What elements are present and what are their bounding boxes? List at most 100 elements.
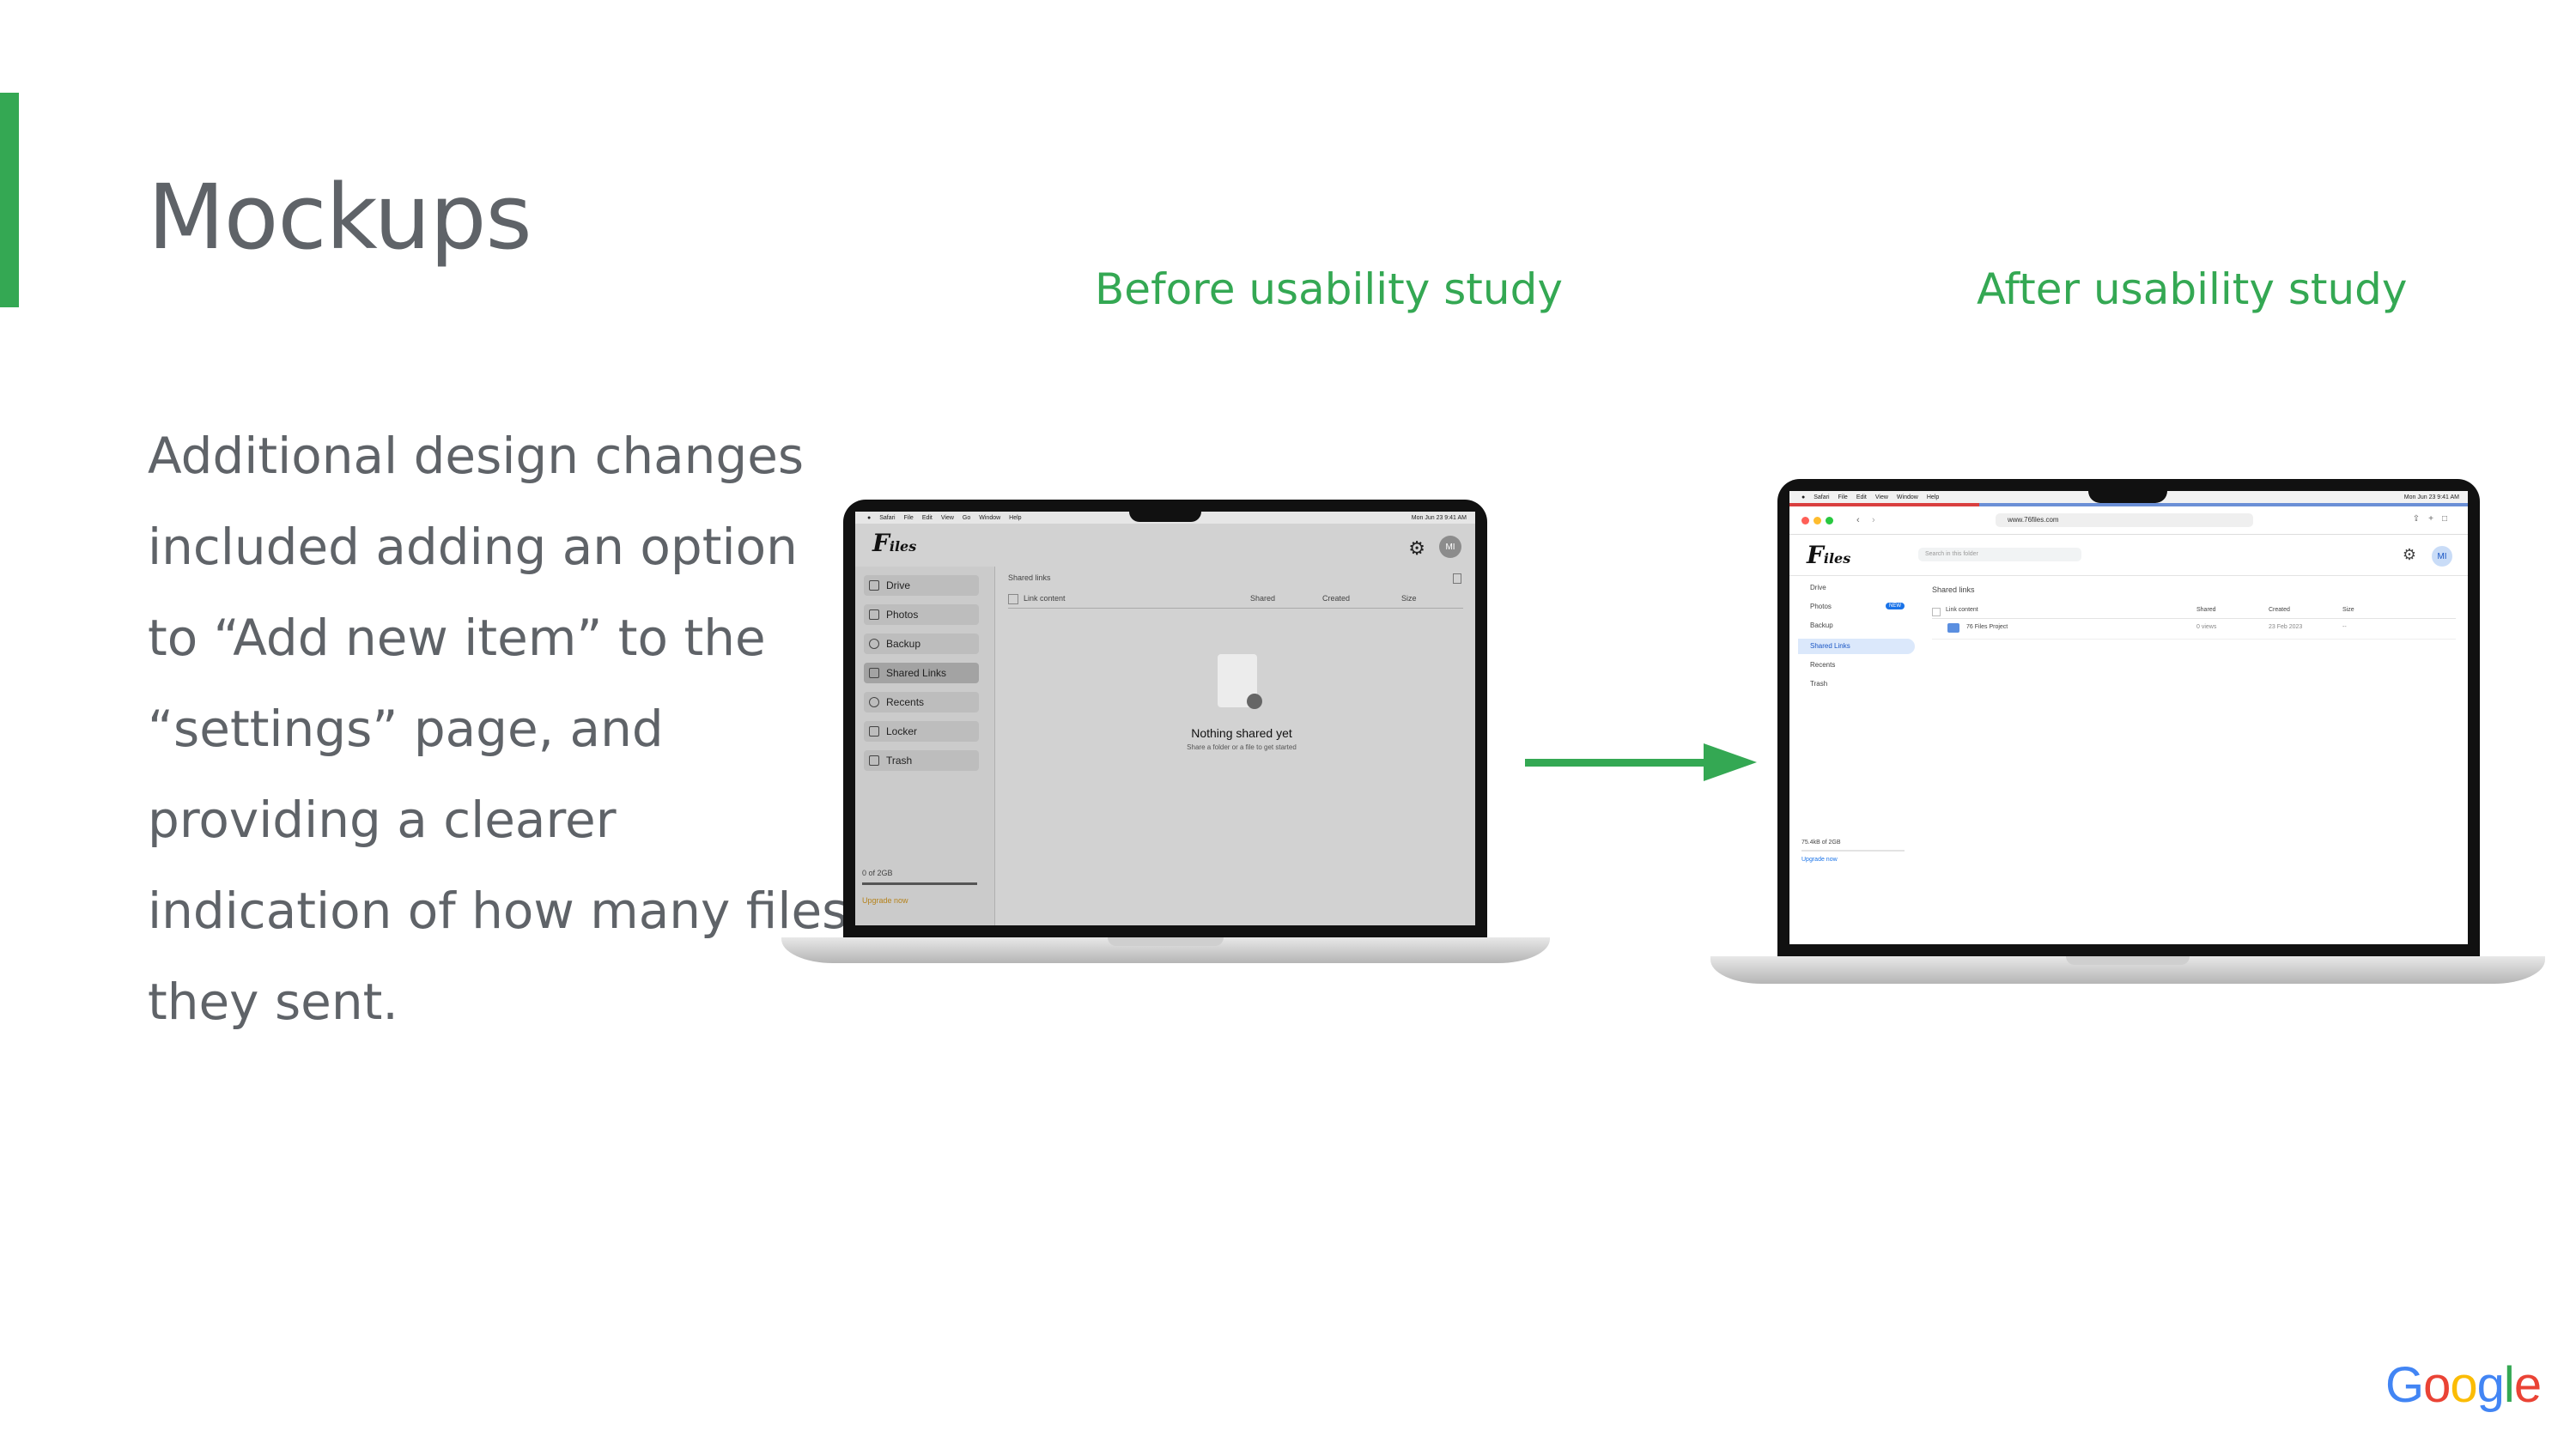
menu-item: View — [1874, 494, 1888, 500]
close-icon[interactable] — [1801, 517, 1809, 524]
table-row-name[interactable]: 76 Files Project — [1966, 624, 2008, 630]
divider — [1789, 575, 2468, 576]
history-icon — [869, 639, 879, 649]
address-bar[interactable]: www.76files.com — [1996, 513, 2253, 527]
forward-icon[interactable]: › — [1872, 515, 1875, 525]
after-caption: After usability study — [1977, 264, 2408, 314]
body-line: included adding an option — [148, 518, 798, 576]
google-letter: l — [2503, 1357, 2515, 1413]
folder-icon — [1947, 623, 1959, 633]
sidebar-item-recents[interactable]: Recents — [864, 692, 979, 712]
table-row-size: -- — [2342, 624, 2347, 630]
storage-bar — [862, 882, 977, 885]
body-line: “settings” page, and — [148, 700, 664, 758]
body-line: to “Add new item” to the — [148, 609, 766, 667]
link-icon — [1247, 694, 1262, 709]
files-logo: Files — [872, 529, 917, 557]
select-all-checkbox[interactable] — [1932, 608, 1941, 616]
sidebar-item-drive[interactable]: Drive — [864, 575, 979, 596]
sidebar-item-drive[interactable]: Drive — [1810, 584, 1826, 591]
divider — [1008, 608, 1463, 609]
upgrade-link[interactable]: Upgrade now — [862, 896, 908, 905]
sidebar-item-recents[interactable]: Recents — [1810, 661, 1836, 669]
before-sidebar: Drive Photos Backup Shared Links Recents… — [855, 567, 995, 925]
arrow-line — [1525, 759, 1714, 767]
empty-state-subtitle: Share a folder or a file to get started — [1187, 743, 1297, 751]
table-row-shared: 0 views — [2196, 624, 2217, 630]
before-screen: ● Safari File Edit View Go Window Help M… — [855, 512, 1475, 925]
back-icon[interactable]: ‹ — [1856, 515, 1860, 525]
sidebar-item-label: Locker — [886, 725, 918, 737]
active-item-highlight — [1798, 639, 1915, 654]
files-logo: Files — [1807, 541, 1851, 569]
sidebar-item-shared-links[interactable]: Shared Links — [864, 663, 979, 683]
menu-item: Edit — [921, 514, 933, 521]
column-header[interactable]: Size — [1401, 594, 1417, 603]
clock-icon — [869, 697, 879, 707]
apple-icon: ● — [867, 514, 872, 521]
divider — [1932, 618, 2456, 619]
column-header[interactable]: Size — [2342, 607, 2354, 613]
column-header[interactable]: Link content — [1946, 607, 1978, 613]
sidebar-item-trash[interactable]: Trash — [864, 750, 979, 771]
sidebar-item-shared-links[interactable]: Shared Links — [1810, 642, 1850, 650]
empty-state-title: Nothing shared yet — [1191, 726, 1292, 740]
menu-item: File — [903, 514, 914, 521]
sidebar-item-backup[interactable]: Backup — [864, 634, 979, 654]
sidebar-item-label: Backup — [886, 638, 921, 650]
divider — [1789, 534, 2468, 535]
sidebar-item-trash[interactable]: Trash — [1810, 680, 1828, 688]
minimize-icon[interactable] — [1814, 517, 1821, 524]
maximize-icon[interactable] — [1826, 517, 1833, 524]
column-header[interactable]: Created — [2269, 607, 2290, 613]
storage-bar — [1801, 850, 1905, 852]
sidebar-item-backup[interactable]: Backup — [1810, 621, 1833, 629]
window-controls[interactable] — [1801, 517, 1833, 524]
apple-icon: ● — [1801, 494, 1806, 500]
menu-item: Help — [1926, 494, 1940, 500]
tab-strip — [1789, 503, 2468, 506]
browser-actions[interactable]: ⇪+□ — [2412, 514, 2456, 524]
avatar[interactable]: MI — [1439, 536, 1461, 558]
select-all-checkbox[interactable] — [1008, 594, 1018, 604]
menu-item: Edit — [1856, 494, 1867, 500]
new-badge: NEW — [1886, 603, 1905, 609]
menu-item: View — [940, 514, 954, 521]
trash-icon[interactable] — [1453, 573, 1461, 584]
google-logo: Google — [2385, 1356, 2542, 1414]
column-header[interactable]: Link content — [1024, 594, 1066, 603]
menu-item: File — [1838, 494, 1848, 500]
google-letter: g — [2476, 1357, 2505, 1413]
slide-title: Mockups — [148, 165, 532, 270]
column-header[interactable]: Shared — [2196, 607, 2216, 613]
arrow-head-icon — [1704, 743, 1757, 781]
after-screen: ● Safari File Edit View Window Help Mon … — [1789, 491, 2468, 944]
body-line: Additional design changes — [148, 427, 805, 485]
column-header[interactable]: Shared — [1250, 594, 1276, 603]
avatar[interactable]: MI — [2432, 546, 2452, 567]
search-input[interactable]: Search in this folder — [1918, 548, 2081, 561]
sidebar-item-label: Shared Links — [886, 667, 947, 679]
sidebar-item-label: Recents — [886, 696, 925, 708]
link-icon — [869, 668, 879, 678]
menu-item: Go — [962, 514, 971, 521]
lock-icon — [869, 726, 879, 737]
menu-item: Window — [1896, 494, 1918, 500]
table-row-created: 23 Feb 2023 — [2269, 624, 2303, 630]
column-header[interactable]: Created — [1322, 594, 1351, 603]
sidebar-item-locker[interactable]: Locker — [864, 721, 979, 742]
menubar-clock: Mon Jun 23 9:41 AM — [2403, 494, 2459, 500]
gear-icon[interactable]: ⚙ — [2402, 546, 2416, 563]
google-letter: o — [2423, 1357, 2451, 1413]
upgrade-link[interactable]: Upgrade now — [1801, 857, 1838, 863]
body-line: they sent. — [148, 973, 398, 1031]
before-caption: Before usability study — [1095, 264, 1563, 314]
sidebar-item-photos[interactable]: Photos — [1810, 603, 1832, 610]
accent-bar — [0, 93, 19, 307]
gear-icon[interactable]: ⚙ — [1408, 537, 1425, 559]
sidebar-item-label: Drive — [886, 579, 911, 591]
sidebar-item-photos[interactable]: Photos — [864, 604, 979, 625]
menu-item: Safari — [879, 514, 896, 521]
google-letter: o — [2450, 1357, 2477, 1413]
divider — [1932, 639, 2456, 640]
